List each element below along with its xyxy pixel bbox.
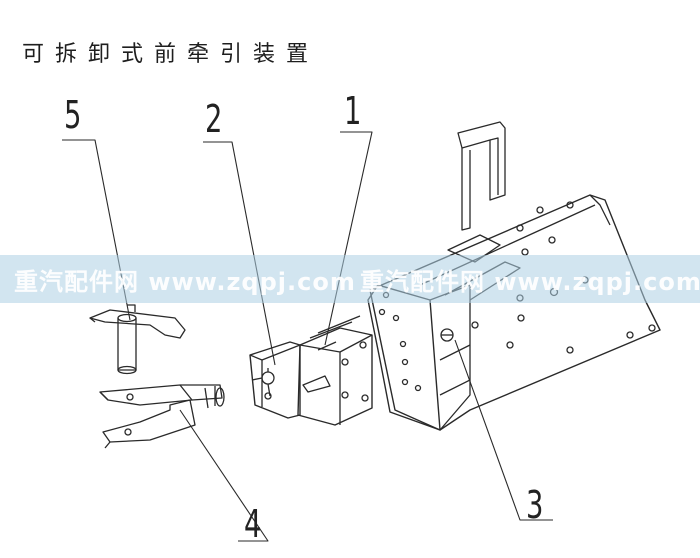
- part-4-clevis-fork: [99, 384, 225, 449]
- callout-4: 4: [244, 502, 262, 546]
- part-5-locking-pin: [89, 304, 186, 375]
- watermark-band: [0, 255, 700, 303]
- callout-2: 2: [205, 97, 223, 141]
- watermark-text: 重汽配件网 www.zqpj.com: [14, 268, 356, 296]
- part-1-tow-housing: [297, 315, 373, 426]
- watermark-text: 重汽配件网 www.zqpj.com: [360, 268, 700, 296]
- part-2-pin-bracket: [249, 341, 301, 419]
- callout-1: 1: [344, 89, 362, 133]
- callout-5: 5: [64, 93, 82, 137]
- callout-3: 3: [526, 483, 544, 527]
- diagram-title: 可拆卸式前牵引装置: [22, 42, 320, 67]
